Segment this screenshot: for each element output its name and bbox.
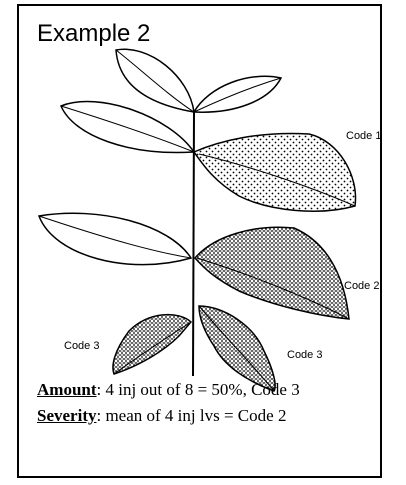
code-label-2: Code 2: [344, 280, 379, 292]
code-label-3-right: Code 3: [287, 349, 322, 361]
code-label-1: Code 1: [346, 130, 381, 142]
amount-line: Amount: 4 inj out of 8 = 50%, Code 3: [37, 380, 300, 400]
severity-label: Severity: [37, 406, 96, 425]
severity-text: : mean of 4 inj lvs = Code 2: [96, 406, 286, 425]
leaf-upper-left: [61, 102, 194, 153]
leaf-lower-left: [39, 213, 191, 264]
amount-label: Amount: [37, 380, 97, 399]
leaf-code-3-left: [113, 315, 191, 374]
code-label-3-left: Code 3: [64, 340, 99, 352]
leaf-code-2: [195, 227, 349, 319]
figure-frame: Example 2: [17, 4, 382, 478]
severity-line: Severity: mean of 4 inj lvs = Code 2: [37, 406, 286, 426]
amount-text: : 4 inj out of 8 = 50%, Code 3: [97, 380, 300, 399]
leaf-top-left: [116, 49, 194, 112]
leaf-code-1: [194, 133, 356, 211]
